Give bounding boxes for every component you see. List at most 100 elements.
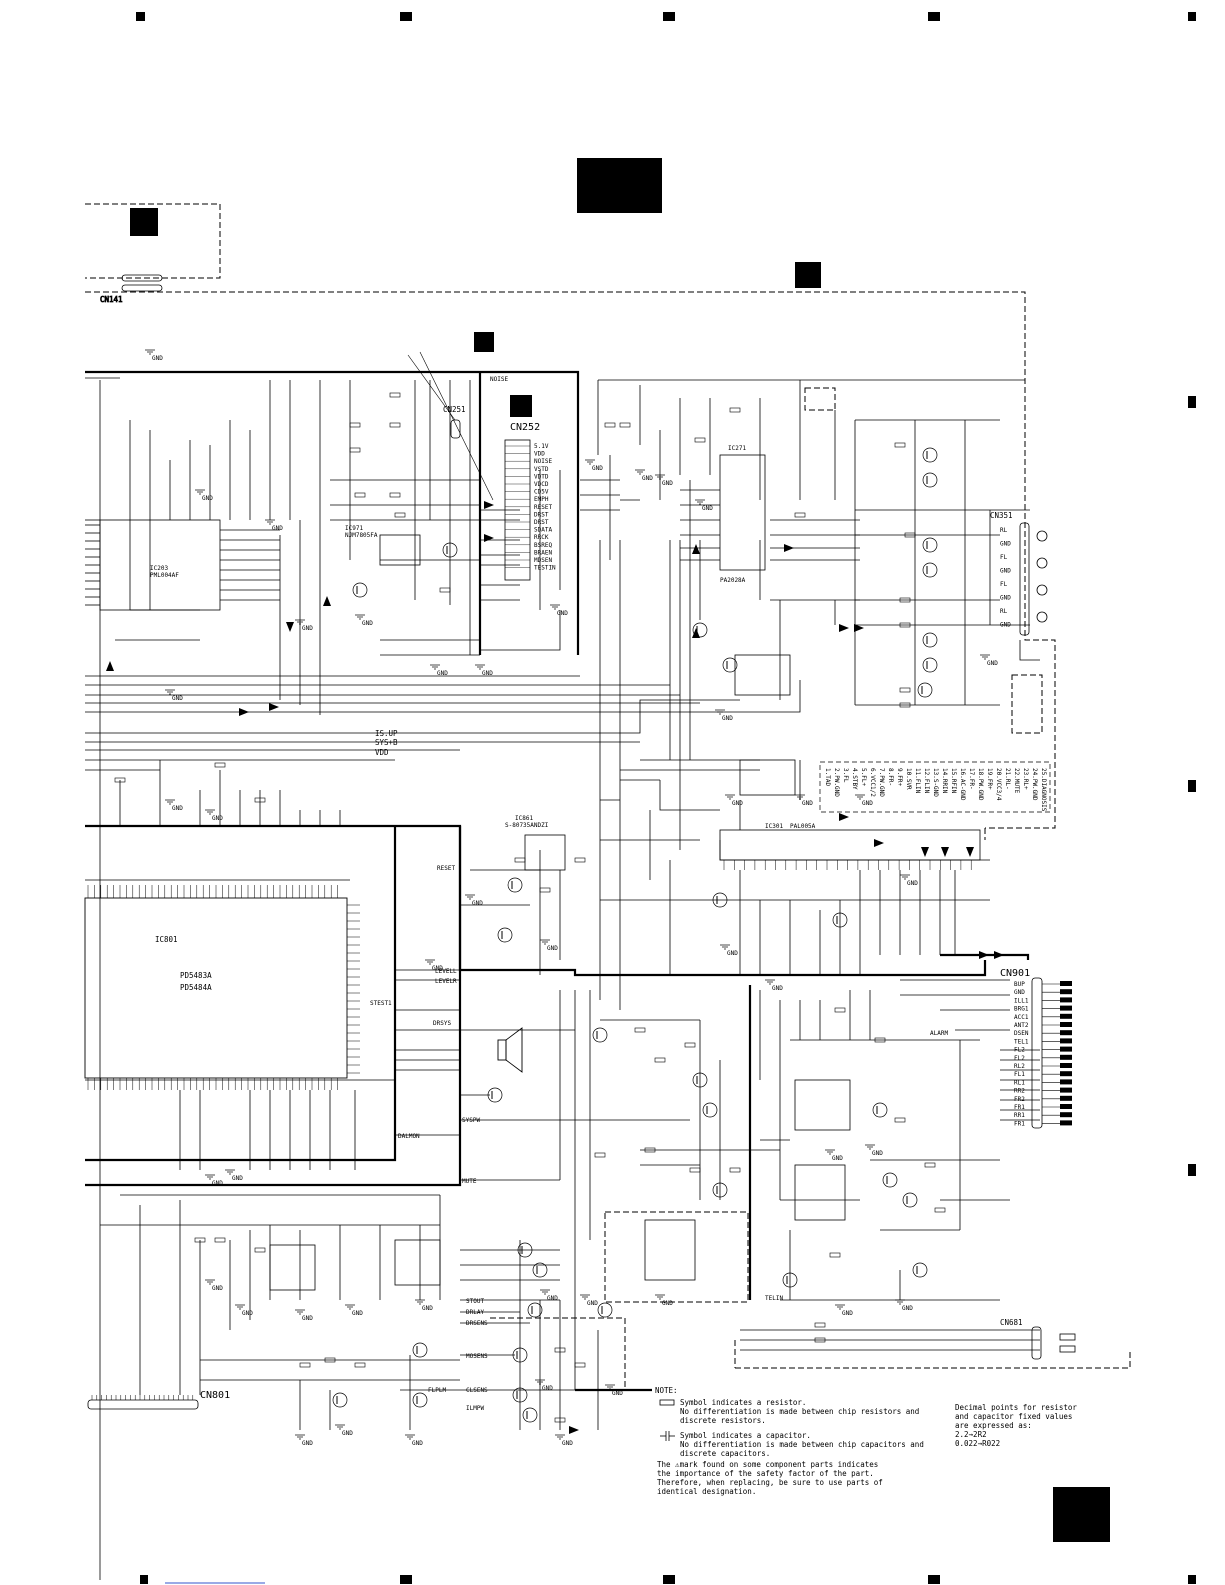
ic301-func-8: 9.FR+ — [896, 768, 903, 786]
ground-label-14: GND — [802, 800, 813, 807]
ground-label-4: GND — [362, 620, 373, 627]
buzzer-symbol — [497, 1027, 523, 1073]
ic301-func-24: 25.DIAGNOSIS — [1040, 768, 1047, 812]
signal-arrow-7 — [874, 839, 884, 847]
resistor-20 — [539, 887, 551, 893]
resistor-11 — [729, 407, 741, 413]
transistor-4 — [922, 447, 938, 463]
signal-arrow-9 — [941, 847, 949, 857]
cn252-pin-12: RRCK — [534, 534, 549, 541]
resistor-43 — [114, 777, 126, 783]
ground-label-10: GND — [702, 505, 713, 512]
signal-arrow-16 — [323, 596, 331, 606]
registration-marks — [136, 12, 1196, 1584]
note-safety4: identical designation. — [657, 1487, 756, 1496]
cn252-pin-7: EMPH — [534, 496, 549, 503]
cn901-pin-terminal-2 — [1060, 997, 1072, 1003]
ic861-ref: IC861 — [515, 815, 533, 822]
ic301-func-17: 18.PW.GND — [977, 768, 984, 801]
ic301: IC301 PAL005A — [719, 823, 981, 870]
resistor-26 — [874, 1037, 886, 1043]
ic301-func-21: 22.MUTE — [1013, 768, 1020, 794]
cn901-pin-13: RR2 — [1014, 1088, 1025, 1095]
ic301-func-20: 21.RL- — [1004, 768, 1011, 790]
cn901-pin-terminal-14 — [1060, 1095, 1072, 1101]
ground-label-44: GND — [172, 805, 183, 812]
signal-arrows — [106, 501, 1004, 1434]
ground-label-28: GND — [902, 1305, 913, 1312]
net-alarm: ALARM — [930, 1030, 948, 1037]
transistor-26 — [522, 1407, 538, 1423]
ic861: IC861 S-80735ANDZI — [505, 815, 566, 871]
pa-label: PA2028A — [720, 577, 746, 584]
signal-arrow-1 — [484, 534, 494, 542]
note-title: NOTE: — [655, 1386, 678, 1395]
ic801-pins-top — [87, 885, 338, 898]
ic301-func-9: 10.SVR — [905, 768, 912, 790]
cn252-pin-1: VDD — [534, 451, 545, 458]
ic801-part-b: PD5484A — [180, 983, 212, 992]
resistor-0 — [349, 422, 361, 428]
cn901-pin-11: FL1 — [1014, 1071, 1025, 1078]
decimal-note-l3: are expressed as: — [955, 1421, 1032, 1430]
note-safety1: The ⚠mark found on some component parts … — [657, 1460, 878, 1469]
ic301-func-7: 8.FR- — [887, 768, 894, 786]
ground-label-7: GND — [592, 465, 603, 472]
decimal-note-l4: 2.2→2R2 — [955, 1430, 987, 1439]
ground-label-24: GND — [232, 1175, 243, 1182]
transistor-12 — [497, 927, 513, 943]
cn251-label: CN251 — [443, 405, 466, 414]
cn901-label: CN901 — [1000, 968, 1030, 979]
ic203-ref: IC203 — [150, 565, 168, 572]
cn252-pin-4: VDTD — [534, 473, 549, 480]
ground-label-12: GND — [722, 715, 733, 722]
ground-label-8: GND — [642, 475, 653, 482]
resistor-48 — [554, 1417, 566, 1423]
resistor-22 — [634, 1027, 646, 1033]
transistor-27 — [412, 1342, 428, 1358]
transistor-33 — [712, 1182, 728, 1198]
cn351-pin-5: GND — [1000, 595, 1011, 602]
ic801: IC801 PD5483A PD5484A — [84, 885, 360, 1090]
resistor-15 — [899, 622, 911, 628]
transistor-packages — [269, 654, 851, 1291]
transistor-28 — [412, 1392, 428, 1408]
connector-cn801: CN801 — [87, 1390, 230, 1410]
ground-label-19: GND — [472, 900, 483, 907]
note-capacitor-sub1: No differentiation is made between chip … — [680, 1440, 924, 1449]
dashed-boundaries — [85, 203, 1131, 1390]
resistor-14 — [899, 597, 911, 603]
ground-label-45: GND — [212, 815, 223, 822]
signal-arrow-17 — [106, 661, 114, 671]
ground-label-23: GND — [212, 1180, 223, 1187]
note-safety3: Therefore, when replacing, be sure to us… — [657, 1478, 883, 1487]
cn351-pin-1: GND — [1000, 541, 1011, 548]
net-levelr: LEVELR — [435, 978, 457, 985]
cn901-pin-terminal-0 — [1060, 981, 1072, 986]
note-safety2: the importance of the safety factor of t… — [657, 1469, 874, 1478]
resistor-7 — [439, 587, 451, 593]
transistor-9 — [922, 657, 938, 673]
resistor-34 — [644, 1147, 656, 1153]
signal-arrow-11 — [994, 951, 1004, 959]
decimal-note-l5: 0.022→R022 — [955, 1439, 1000, 1448]
cn901-pin-17: FR1 — [1014, 1120, 1025, 1127]
resistor-46 — [554, 1347, 566, 1353]
cn901-pin-terminal-8 — [1060, 1046, 1072, 1052]
transistor-2 — [692, 622, 708, 638]
resistor-2 — [389, 392, 401, 398]
cn252-pin-2: NOISE — [534, 458, 552, 465]
ic301-func-2: 3.FL — [842, 768, 849, 783]
resistor-45 — [254, 797, 266, 803]
cn252-pin-3: VSTD — [534, 466, 549, 473]
resistor-32 — [814, 1337, 826, 1343]
resistor-12 — [894, 442, 906, 448]
transistor-11 — [507, 877, 523, 893]
ic861-part: S-80735ANDZI — [505, 822, 549, 829]
transistor-1 — [442, 542, 458, 558]
ground-label-42: GND — [422, 1305, 433, 1312]
thick-wires — [85, 370, 1030, 1392]
cn901-pin-8: FL2 — [1014, 1047, 1025, 1054]
